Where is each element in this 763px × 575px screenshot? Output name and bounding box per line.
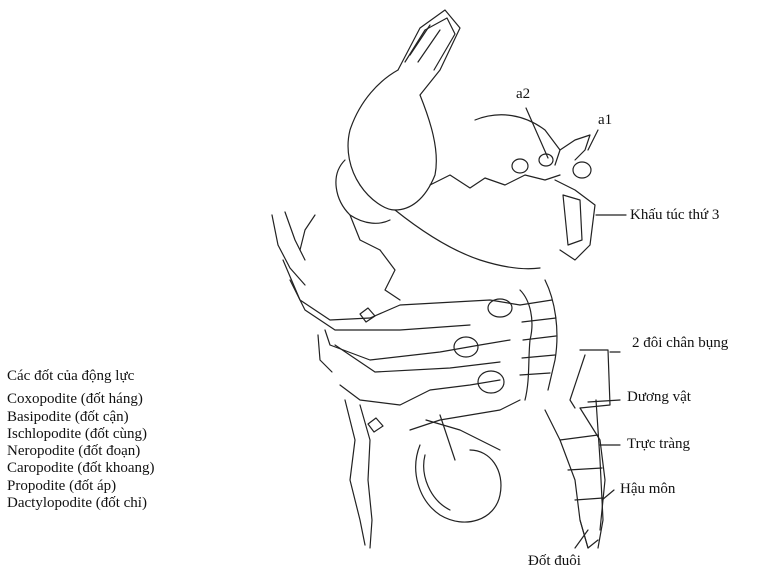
legend-item-dactylopodite: Dactylopodite (đốt chỉ) [7, 495, 154, 512]
label-anus: Hậu môn [620, 481, 675, 498]
legend-item-ischlopodite: Ischlopodite (đốt cùng) [7, 426, 154, 443]
label-telson: Đốt đuôi [528, 553, 581, 570]
abdomen-drawing [520, 280, 610, 548]
pointer-a2 [526, 108, 548, 158]
legend-item-caropodite: Caropodite (đốt khoang) [7, 460, 154, 477]
legend-item-neropodite: Neropodite (đốt đoạn) [7, 443, 154, 460]
label-third-maxilliped: Khấu túc thứ 3 [630, 207, 719, 224]
walking-legs-drawing [272, 212, 520, 548]
pointer-duong-vat [588, 400, 620, 402]
legend-item-coxopodite: Coxopodite (đốt háng) [7, 391, 154, 408]
label-a1: a1 [598, 112, 612, 129]
label-pleopods: 2 đôi chân bụng [632, 335, 728, 352]
cheliped-drawing [336, 10, 460, 250]
label-pointers [526, 108, 626, 548]
label-a2: a2 [516, 86, 530, 103]
legend-title: Các đốt của động lực [7, 368, 154, 385]
legend-item-propodite: Propodite (đốt áp) [7, 478, 154, 495]
leg-segments-legend: Các đốt của động lực Coxopodite (đốt hán… [7, 368, 154, 512]
label-penis: Dương vật [627, 389, 691, 406]
carapace-drawing [380, 115, 595, 300]
legend-item-basipodite: Basipodite (đốt cận) [7, 409, 154, 426]
label-rectum: Trực tràng [627, 436, 690, 453]
pointer-a1 [588, 130, 598, 150]
